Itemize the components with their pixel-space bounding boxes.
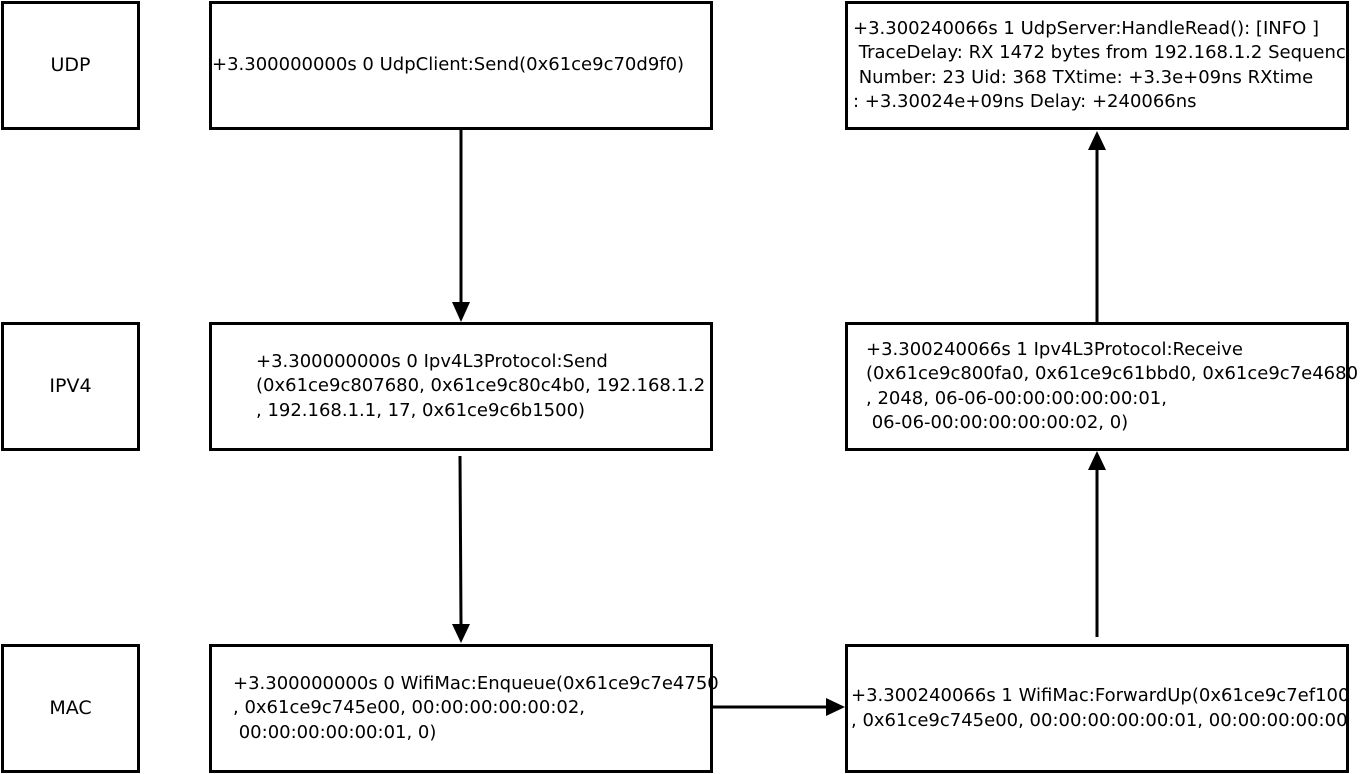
layer-udp: UDP bbox=[1, 1, 140, 130]
layer-ipv4: IPV4 bbox=[1, 322, 140, 451]
node-udp-handle-read: +3.300240066s 1 UdpServer:HandleRead(): … bbox=[845, 1, 1349, 130]
edge-ipv4-send-to-mac-enqueue bbox=[452, 455, 470, 643]
layer-mac-label: MAC bbox=[49, 697, 92, 720]
node-mac-enqueue-text: +3.300000000s 0 WifiMac:Enqueue(0x61ce9c… bbox=[233, 672, 719, 743]
edge-forward-up-to-ipv4-receive bbox=[1088, 451, 1106, 637]
node-ipv4-receive: +3.300240066s 1 Ipv4L3Protocol:Receive (… bbox=[845, 322, 1358, 451]
edge-udp-send-to-ipv4-send bbox=[452, 130, 470, 322]
node-ipv4-send: +3.300000000s 0 Ipv4L3Protocol:Send (0x6… bbox=[209, 322, 713, 451]
edge-ipv4-receive-to-udp-handle-read bbox=[1088, 131, 1106, 322]
node-mac-forward-up: +3.300240066s 1 WifiMac:ForwardUp(0x61ce… bbox=[845, 644, 1349, 773]
node-udp-send: +3.300000000s 0 UdpClient:Send(0x61ce9c7… bbox=[209, 1, 713, 130]
layer-mac: MAC bbox=[1, 644, 140, 773]
layer-udp-label: UDP bbox=[50, 54, 91, 77]
layer-ipv4-label: IPV4 bbox=[49, 375, 92, 398]
node-ipv4-receive-text: +3.300240066s 1 Ipv4L3Protocol:Receive (… bbox=[866, 338, 1359, 434]
node-udp-handle-read-text: +3.300240066s 1 UdpServer:HandleRead(): … bbox=[853, 17, 1349, 113]
node-ipv4-send-text: +3.300000000s 0 Ipv4L3Protocol:Send (0x6… bbox=[256, 350, 706, 421]
edge-mac-enqueue-to-forward-up bbox=[713, 698, 845, 716]
node-udp-send-text: +3.300000000s 0 UdpClient:Send(0x61ce9c7… bbox=[212, 54, 685, 76]
node-mac-enqueue: +3.300000000s 0 WifiMac:Enqueue(0x61ce9c… bbox=[209, 644, 719, 773]
node-mac-forward-up-text: +3.300240066s 1 WifiMac:ForwardUp(0x61ce… bbox=[851, 685, 1349, 731]
